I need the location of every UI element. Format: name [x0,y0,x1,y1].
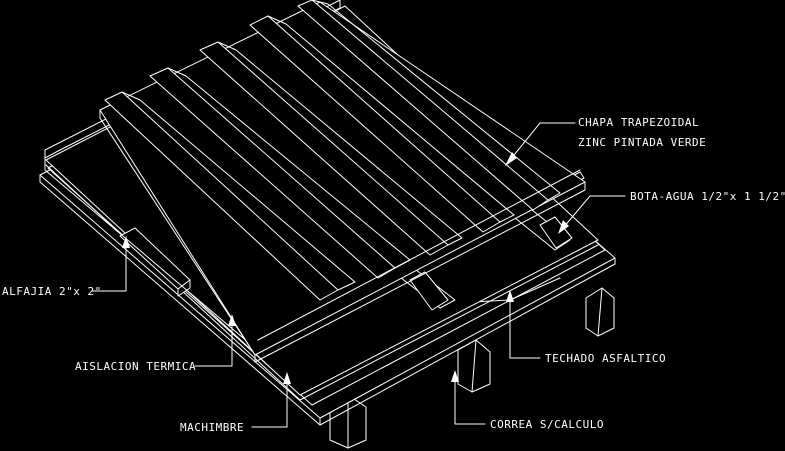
label-machimbre: MACHIMBRE [180,421,245,434]
label-chapa-line1: CHAPA TRAPEZOIDAL [578,116,700,129]
label-aislacion: AISLACION TERMICA [75,360,197,373]
leader-alfajia [91,236,130,292]
leader-techado [506,290,541,359]
leader-correa [451,370,486,425]
leader-chapa [505,122,576,166]
label-correa: CORREA S/CALCULO [490,418,604,431]
label-bota-agua: BOTA-AGUA 1/2"x 1 1/2" [630,190,785,203]
label-techado: TECHADO ASFALTICO [545,352,667,365]
label-alfajia: ALFAJIA 2"x 2" [2,285,102,298]
label-chapa-line2: ZINC PINTADA VERDE [578,136,707,149]
leader-machimbre [251,372,291,428]
leader-bota-agua [558,195,626,234]
trapezoidal-metal-sheet [99,0,586,363]
leader-aislacion [194,314,236,367]
